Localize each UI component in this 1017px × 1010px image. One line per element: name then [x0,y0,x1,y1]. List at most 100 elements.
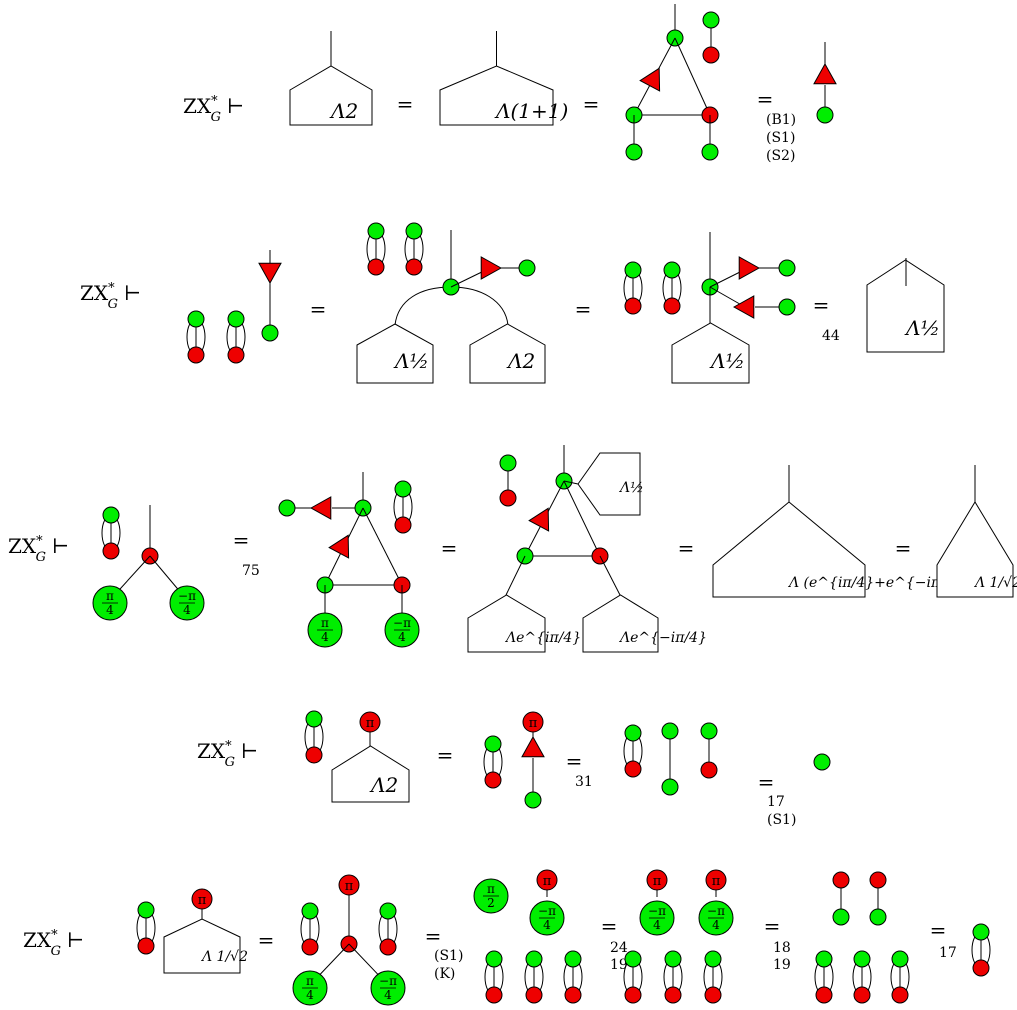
data.x: Λ 1/√2 [200,949,248,965]
phase-numerator: π [321,616,329,630]
bubble-icon [623,950,643,1004]
triangle-icon [480,256,503,280]
phase-denominator: 4 [183,603,191,617]
phase-label: π [529,716,538,731]
phase-label: π4 [302,974,318,1002]
data: (K) [434,966,455,982]
phase-label: π [653,874,662,889]
lambda-box [936,501,1014,598]
equals-sign: = [678,536,695,560]
lambda-box [356,323,434,384]
turnstile-icon: ⊢ [52,534,69,558]
wire [563,480,579,485]
wire [450,286,509,326]
equals-sign: = [437,743,454,767]
lambda-box [289,65,373,126]
wire [674,37,711,116]
equals-sign: = [397,92,414,116]
bubble-icon [662,261,682,315]
green-spider-icon [661,778,679,796]
zx-label: ZX*G⊢ [183,94,244,125]
phase-numerator: −π [648,904,666,918]
phase-denominator: 2 [487,896,495,910]
green-spider-icon [832,908,850,926]
phase-denominator: 4 [712,918,720,932]
phase-label: π [543,874,552,889]
lambda-box [671,322,750,384]
phase-denominator: 4 [106,603,114,617]
phase-numerator: −π [379,974,397,988]
bubble-icon [101,506,121,560]
triangle-icon [258,262,282,285]
turnstile-icon: ⊢ [227,94,244,118]
data.x: Λ2 [329,99,358,123]
triangle-icon [328,534,350,559]
phase-denominator: 4 [321,630,329,644]
phase-numerator: π [106,589,114,603]
wire [362,507,403,586]
data: 31 [575,774,593,790]
bubble-icon [483,735,503,789]
lambda-box [582,594,659,653]
phase-label: π [366,716,375,731]
phase-label: −π4 [648,904,666,932]
phase-denominator: 4 [543,918,551,932]
equals-sign: = [566,749,583,773]
bubble-icon [304,710,324,764]
green-spider-icon [524,791,542,809]
equals-sign: = [764,914,781,938]
equals-sign: = [601,914,618,938]
bubble-icon [366,222,386,276]
triangle-icon [732,295,755,319]
phase-numerator: π [306,974,314,988]
equals-sign: = [583,92,600,116]
phase-numerator: −π [178,589,196,603]
data.x: Λ (e^{iπ/4}+e^{−iπ/4})/2 [787,575,982,591]
triangle-icon [521,735,545,758]
data: 19 [773,957,791,973]
data.x: Λe^{iπ/4} [504,630,581,646]
equals-sign: = [895,536,912,560]
phase-label: π [345,879,354,894]
phase-denominator: 4 [306,988,314,1002]
data: 24 [610,940,628,956]
bubble-icon [703,950,723,1004]
bubble-icon [814,950,834,1004]
equals-sign: = [930,918,947,942]
zx-label: ZX*G⊢ [80,281,141,312]
bubble-icon [378,902,398,956]
turnstile-prefix: ZX*G⊢ [183,94,244,125]
wire [563,480,601,557]
green-spider-icon [499,454,517,472]
zx-label: ZX*G⊢ [197,739,258,770]
turnstile-icon: ⊢ [124,281,141,305]
equals-sign: = [758,770,775,794]
phase-label: −π4 [379,974,397,1002]
triangle-icon [738,256,761,280]
bubble-icon [623,724,643,778]
green-spider-icon [278,499,296,517]
green-spider-icon [816,106,834,124]
lambda-box [712,501,866,598]
data.x: Λ½ [618,480,644,496]
red-spider-icon [700,761,718,779]
data.x: Λ½ [709,349,745,373]
green-spider-icon [702,11,720,29]
turnstile-prefix: ZX*G⊢ [197,739,258,770]
data: (S1) [766,130,795,146]
equals-sign: = [575,297,592,321]
bubble-icon [524,950,544,1004]
green-spider-icon [778,298,796,316]
equals-sign: = [813,293,830,317]
data: 19 [610,957,628,973]
data: (S1) [434,948,463,964]
data.x: Λ2 [369,773,398,797]
bubble-icon [226,310,246,364]
bubble-icon [484,950,504,1004]
equals-sign: = [233,528,250,552]
wire [505,555,526,596]
data.x: Λ 1/√2 [973,575,1017,591]
bubble-icon [136,901,156,955]
turnstile-prefix: ZX*G⊢ [8,534,69,565]
